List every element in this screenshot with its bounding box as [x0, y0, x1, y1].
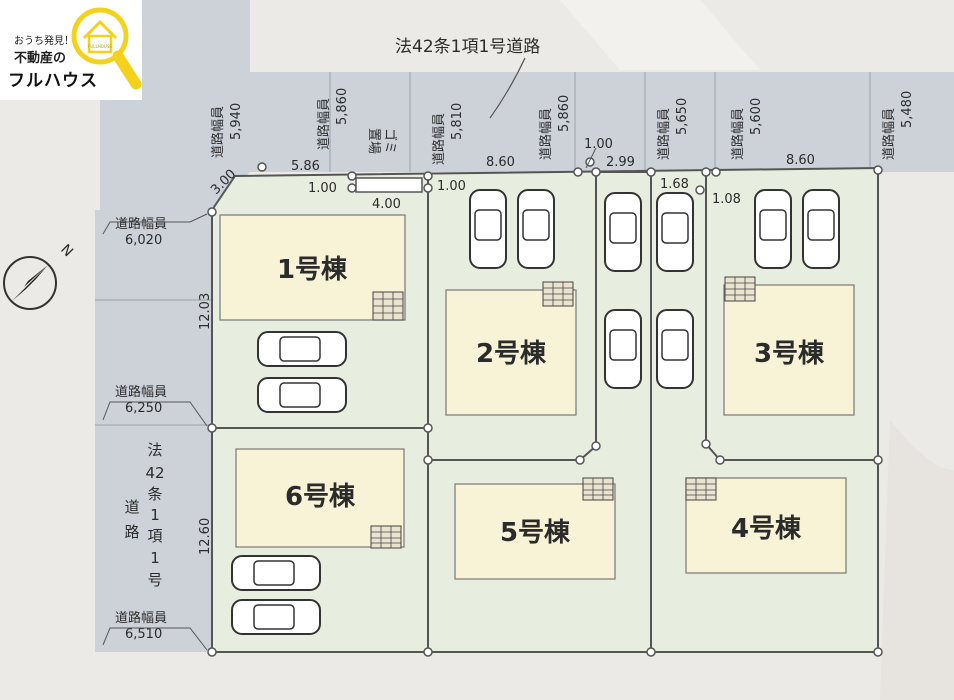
svg-text:5,940: 5,940	[229, 103, 244, 140]
building-label-6: 6号棟	[285, 482, 356, 512]
background-shade	[560, 0, 760, 70]
parking-car	[656, 192, 694, 272]
garbage-label: ゴミ 置場	[366, 128, 398, 154]
svg-text:法: 法	[147, 441, 162, 459]
building-label-2: 2号棟	[476, 339, 547, 369]
main-road-leader	[489, 57, 526, 119]
boundary-markers	[207, 157, 883, 657]
road-width-left-leaders	[102, 213, 208, 651]
road-width-left-labels: 道路幅員 6,020 道路幅員 6,250 道路幅員 6,510	[115, 216, 167, 642]
svg-text:道: 道	[124, 498, 139, 516]
svg-text:1.08: 1.08	[712, 192, 741, 207]
svg-text:道路幅員: 道路幅員	[316, 98, 332, 150]
svg-text:号: 号	[147, 571, 162, 589]
svg-text:1.68: 1.68	[660, 177, 689, 192]
svg-text:6,510: 6,510	[125, 627, 162, 642]
parking-car	[469, 189, 507, 269]
svg-text:1: 1	[150, 549, 160, 567]
svg-text:路: 路	[124, 523, 139, 541]
svg-text:道路幅員: 道路幅員	[730, 108, 746, 160]
logo-brand: フルハウス	[8, 71, 98, 91]
svg-text:5,480: 5,480	[900, 91, 915, 128]
svg-text:5,860: 5,860	[335, 88, 350, 125]
svg-text:道路幅員: 道路幅員	[115, 216, 167, 232]
svg-text:条: 条	[147, 485, 162, 503]
svg-text:5,810: 5,810	[450, 103, 465, 140]
svg-text:1.00: 1.00	[308, 181, 337, 196]
lot-lines	[212, 171, 878, 652]
svg-text:項: 項	[147, 527, 162, 545]
svg-text:ゴミ: ゴミ	[382, 128, 398, 154]
svg-text:FULLHOUSE: FULLHOUSE	[88, 44, 112, 49]
building-label-5: 5号棟	[500, 518, 571, 548]
svg-text:6,020: 6,020	[125, 233, 162, 248]
svg-text:道路幅員: 道路幅員	[115, 384, 167, 400]
parking-car	[231, 555, 321, 591]
building-label-1: 1号棟	[277, 255, 348, 285]
background-shade	[880, 420, 954, 700]
svg-text:1.00: 1.00	[437, 179, 466, 194]
logo-tagline: おうち発見！	[14, 36, 74, 47]
svg-text:8.60: 8.60	[786, 153, 815, 168]
parking-car	[257, 377, 347, 413]
parking-car	[257, 331, 347, 367]
building-label-3: 3号棟	[754, 339, 825, 369]
svg-text:12.60: 12.60	[198, 518, 213, 555]
parking-car	[656, 309, 694, 389]
svg-text:1: 1	[150, 506, 160, 524]
house-2	[445, 289, 577, 416]
garbage-area	[355, 177, 423, 193]
svg-text:42: 42	[145, 464, 164, 482]
svg-text:道路幅員: 道路幅員	[538, 108, 554, 160]
magnifier-house-icon: FULLHOUSE	[71, 7, 142, 90]
parking-car	[517, 189, 555, 269]
svg-text:6,250: 6,250	[125, 401, 162, 416]
svg-text:置場: 置場	[366, 128, 381, 154]
svg-text:道路幅員: 道路幅員	[431, 113, 447, 165]
svg-text:道路幅員: 道路幅員	[210, 106, 226, 158]
parking-car	[604, 309, 642, 389]
compass	[3, 256, 57, 310]
parking-car	[604, 192, 642, 272]
house-3	[723, 284, 855, 416]
building-labels: 1号棟 2号棟 3号棟 4号棟 5号棟 6号棟	[277, 255, 825, 548]
svg-text:1.00: 1.00	[584, 137, 613, 152]
road-width-top-labels: 道路幅員 5,940 道路幅員 5,860 道路幅員 5,810 道路幅員 5,…	[210, 88, 915, 165]
svg-text:道路幅員: 道路幅員	[881, 108, 897, 160]
entrance-grid-lines	[371, 277, 755, 548]
svg-text:12.03: 12.03	[198, 293, 213, 330]
svg-text:5,860: 5,860	[557, 95, 572, 132]
parking-car	[802, 189, 840, 269]
brand-logo: おうち発見！ 不動産の フルハウス FULLHOUSE	[0, 0, 142, 100]
building-label-4: 4号棟	[731, 514, 802, 544]
dimension-leader	[585, 147, 597, 169]
left-road-name: 法 42 条 1 項 1 号 道 路	[124, 441, 164, 589]
logo-line2: 不動産の	[14, 51, 67, 66]
svg-text:4.00: 4.00	[372, 197, 401, 212]
svg-text:5.86: 5.86	[291, 159, 320, 174]
parking-car	[754, 189, 792, 269]
main-road-label: 法42条1項1号道路	[395, 37, 540, 57]
svg-text:道路幅員: 道路幅員	[656, 108, 672, 160]
svg-text:8.60: 8.60	[486, 155, 515, 170]
svg-text:5,650: 5,650	[675, 98, 690, 135]
svg-text:道路幅員: 道路幅員	[115, 610, 167, 626]
parking-cars	[231, 189, 840, 635]
svg-text:2.99: 2.99	[606, 155, 635, 170]
road-width-dividers	[95, 72, 871, 426]
parking-car	[231, 599, 321, 635]
svg-text:5,600: 5,600	[749, 98, 764, 135]
